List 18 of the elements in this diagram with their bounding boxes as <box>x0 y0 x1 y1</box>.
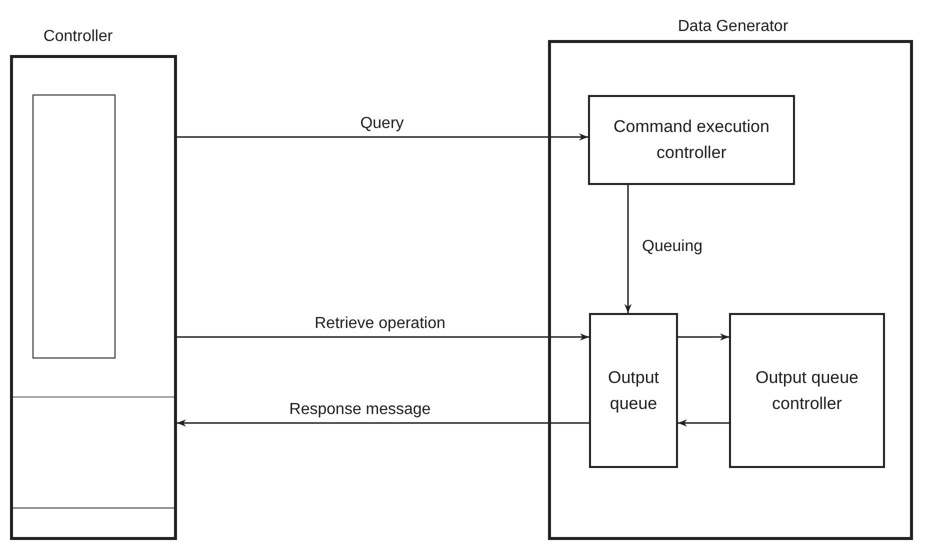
box-label: Output queue <box>606 366 660 414</box>
box-label: Command execution controller <box>612 116 770 164</box>
edge-label: Retrieve operation <box>314 314 446 334</box>
arrow <box>177 419 589 427</box>
heading: Data Generator <box>678 17 788 37</box>
arrow <box>678 333 729 341</box>
process-box <box>589 313 678 468</box>
edge-label: Queuing <box>642 237 702 257</box>
arrow <box>624 185 632 313</box>
edge-label: Query <box>360 114 404 134</box>
heading: Controller <box>43 27 113 47</box>
box-label: Output queue controller <box>754 366 860 414</box>
arrow <box>678 419 729 427</box>
arrow <box>177 133 588 141</box>
edge-label: Response message <box>289 400 431 420</box>
arrow <box>177 333 589 341</box>
process-box <box>588 95 795 185</box>
process-box <box>729 313 885 468</box>
